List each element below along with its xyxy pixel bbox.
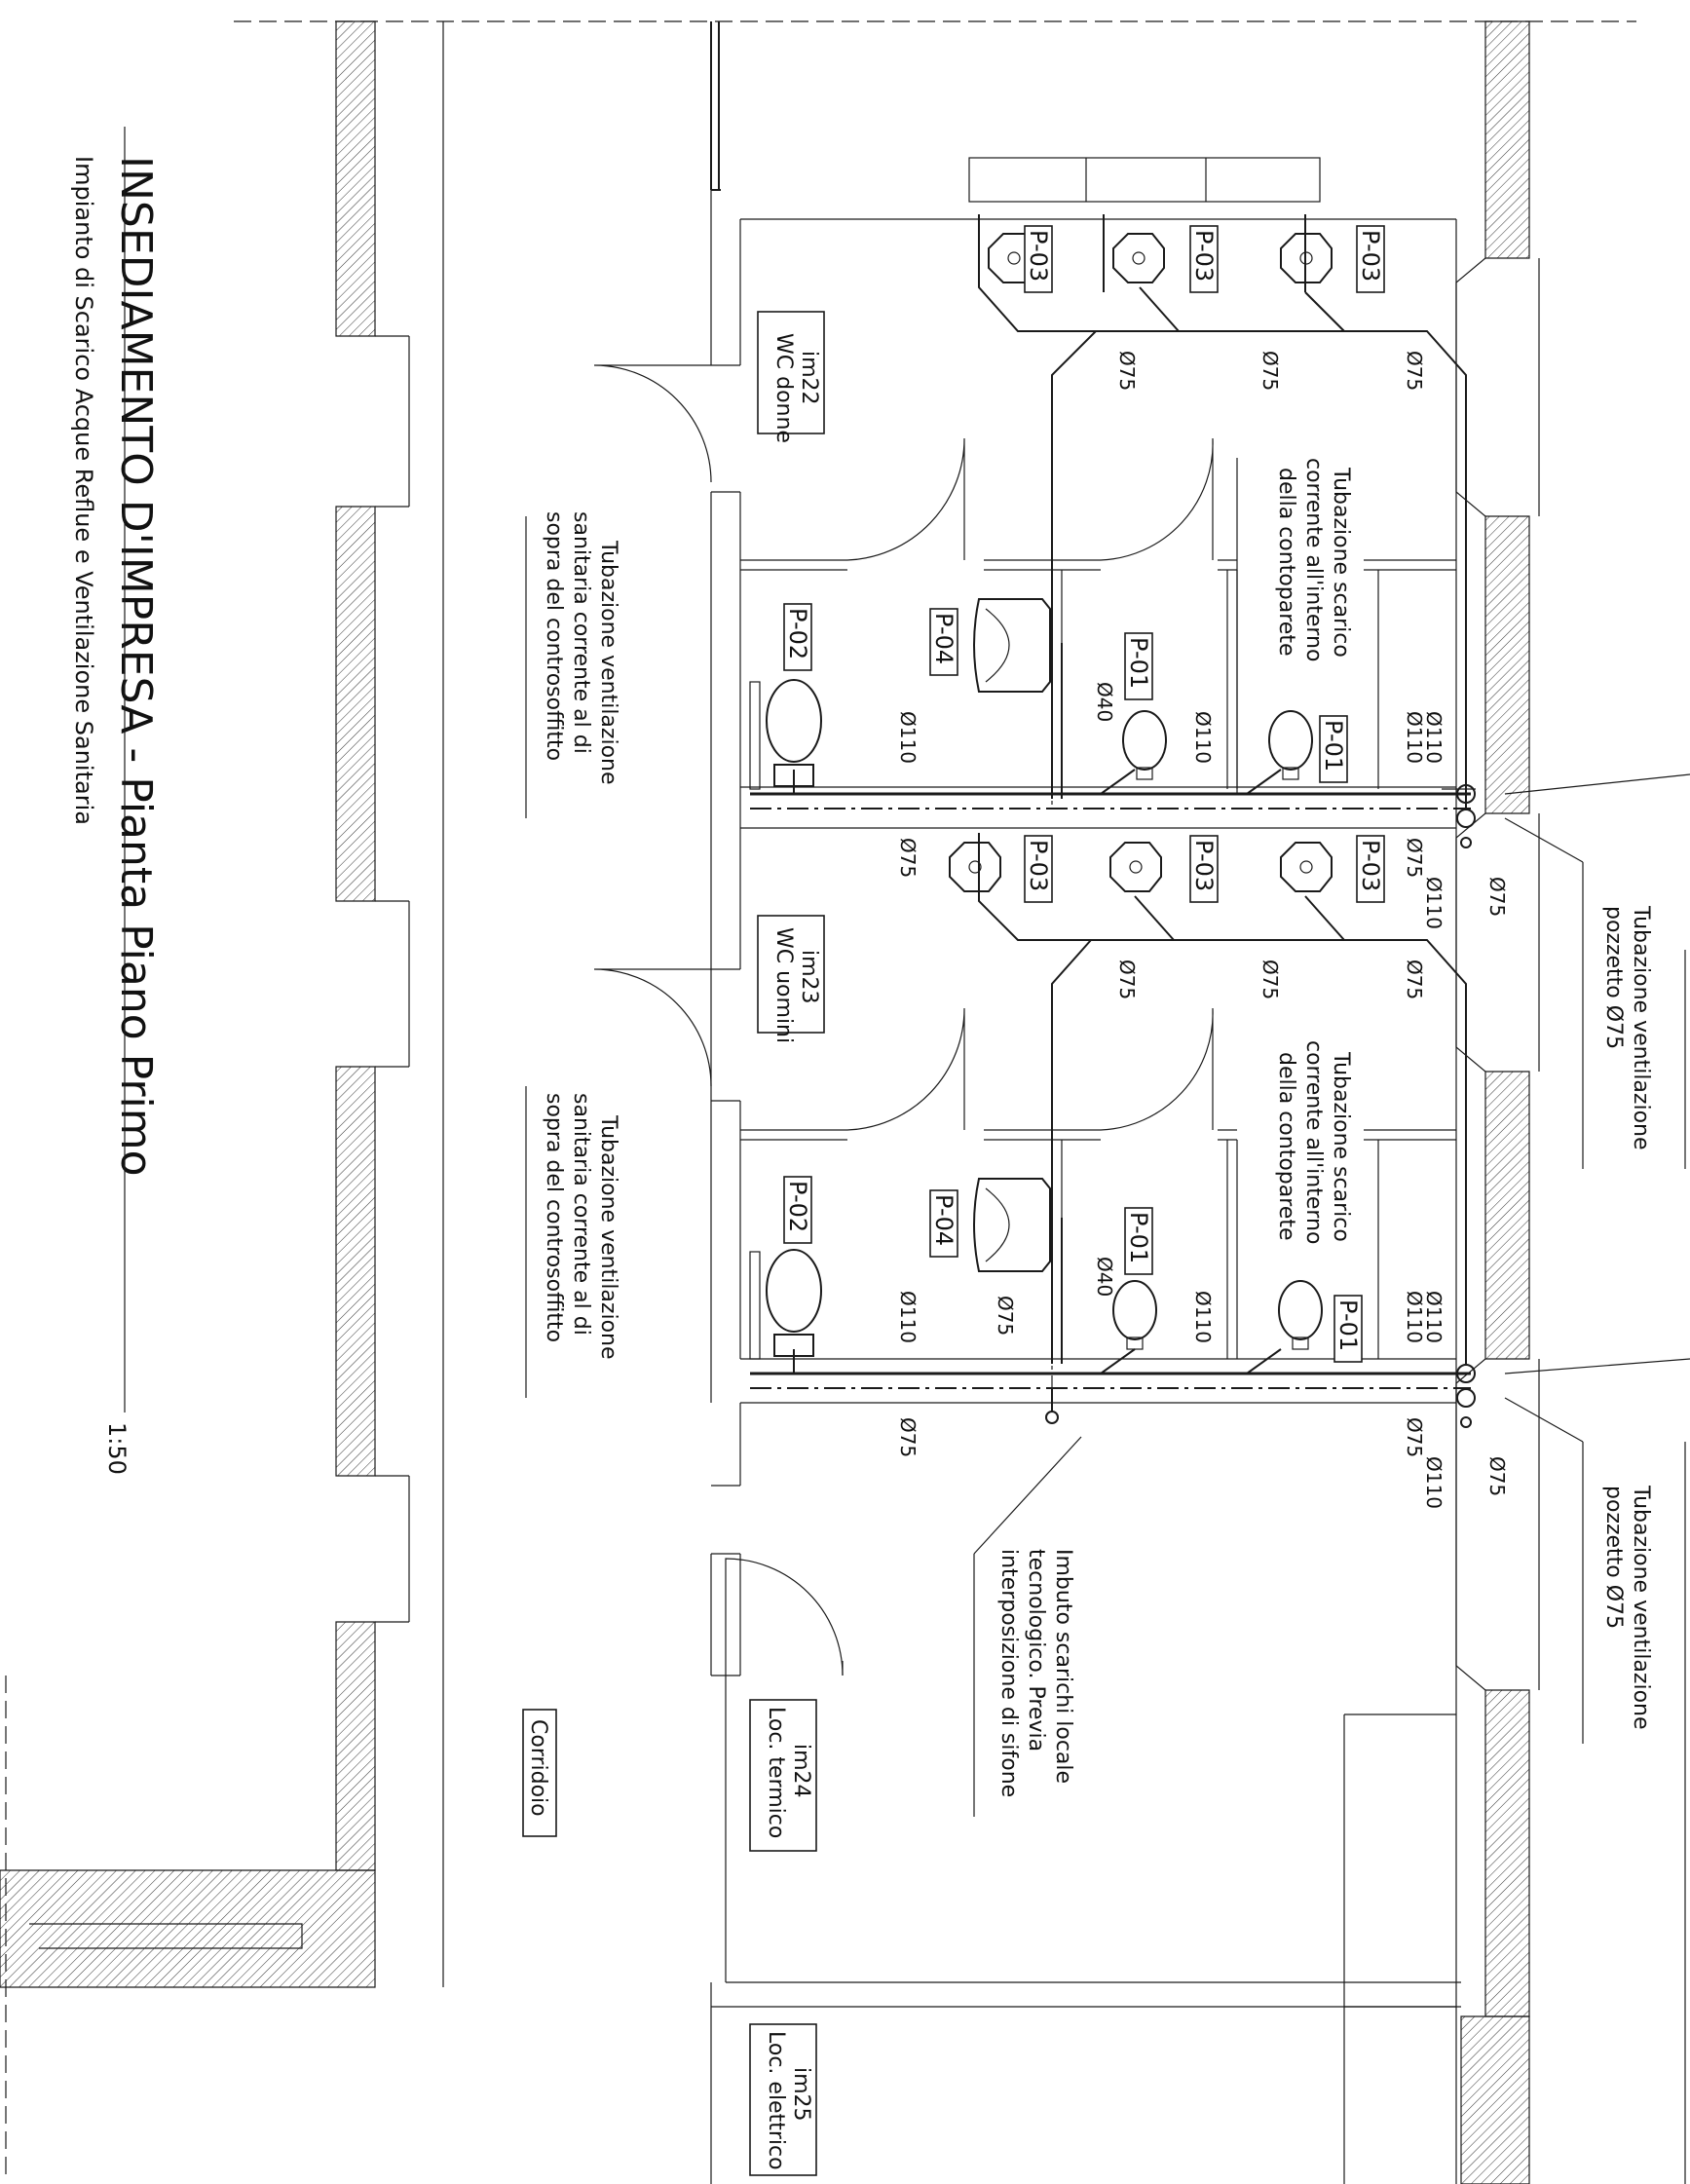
dim-d75: Ø75 [1258, 960, 1282, 999]
tag-p03: P-03 [1357, 230, 1384, 282]
tag-p01: P-01 [1334, 1299, 1362, 1351]
note-vent-2: sanitaria corrente al di [569, 1093, 593, 1336]
room-im22-code: im22 [797, 351, 821, 405]
note-scarico-3: della contoparete [1274, 1052, 1298, 1241]
dim-d75: Ø75 [1403, 838, 1426, 878]
dim-d110: Ø110 [1422, 1456, 1446, 1509]
tag-p02: P-02 [784, 1181, 811, 1232]
note-scarico-2: corrente all'interno [1301, 1040, 1326, 1244]
left-wall [0, 20, 444, 1988]
note-scarico-3: della contoparete [1274, 468, 1298, 657]
drain-piping-donne [750, 214, 1476, 848]
dim-d110: Ø110 [896, 1291, 920, 1343]
room-corridoio-name: Corridoio [526, 1719, 550, 1817]
dim-d110: Ø110 [1422, 1291, 1446, 1343]
note-pozzetto-2: pozzetto Ø75 [1601, 906, 1626, 1049]
tag-p01: P-01 [1320, 720, 1347, 772]
note-imbuto-1: Imbuto scarichi locale [1051, 1549, 1075, 1784]
room-im24-code: im24 [789, 1744, 813, 1798]
note-pozzetto-1: Tubazione ventilazione [1629, 1485, 1653, 1730]
dim-d75: Ø75 [1403, 960, 1426, 999]
note-pozzetto-1: Tubazione ventilazione [1629, 905, 1653, 1150]
dim-d75: Ø75 [1115, 351, 1139, 391]
dim-d110: Ø110 [896, 711, 920, 764]
dim-d110: Ø110 [1191, 711, 1215, 764]
dim-d75: Ø75 [896, 838, 920, 878]
doors [593, 364, 1214, 1676]
tag-p03: P-03 [1190, 840, 1218, 891]
note-scarico-2: corrente all'interno [1301, 458, 1326, 661]
tag-p01: P-01 [1125, 637, 1152, 689]
room-im23-code: im23 [797, 950, 821, 1004]
note-vent-1: Tubazione ventilazione [596, 540, 620, 785]
dim-d40: Ø40 [1093, 682, 1116, 722]
tag-p02: P-02 [784, 608, 811, 659]
room-labels: im22 WC donne im23 WC uomini im24 Loc. t… [522, 311, 825, 2176]
dim-d75: Ø75 [994, 1296, 1017, 1336]
pipe-diameters: Ø75 Ø75 Ø75 Ø40 Ø110 Ø110 Ø110 Ø110 Ø75 … [896, 351, 1509, 1509]
fixture-tags: P-03 P-03 P-03 P-03 P-03 P-03 P-01 P-01 … [783, 225, 1385, 1363]
tag-p04: P-04 [930, 613, 958, 664]
drain-piping-uomini [750, 833, 1476, 1428]
dim-d110: Ø110 [1191, 1291, 1215, 1343]
dim-d40: Ø40 [1093, 1257, 1116, 1297]
drawing-scale: 1:50 [103, 1422, 131, 1475]
note-vent-1: Tubazione ventilazione [596, 1114, 620, 1360]
note-imbuto-3: interposizione di sifone [996, 1549, 1021, 1797]
dim-d75: Ø75 [1403, 1417, 1426, 1457]
dim-d110: Ø110 [1422, 877, 1446, 929]
dim-d75: Ø75 [896, 1417, 920, 1457]
note-vent-3: sopra del controsoffitto [542, 1093, 566, 1342]
note-scarico-1: Tubazione scarico [1329, 1051, 1353, 1242]
note-pozzetto-2: pozzetto Ø75 [1601, 1486, 1626, 1629]
room-im24-name: Loc. termico [764, 1707, 788, 1838]
drawing-title: INSEDIAMENTO D'IMPRESA - Pianta Piano Pr… [111, 156, 161, 1177]
room-im23-name: WC uomini [771, 927, 796, 1043]
note-scarico-1: Tubazione scarico [1329, 467, 1353, 658]
dim-d110: Ø110 [1403, 1291, 1426, 1343]
title-block: INSEDIAMENTO D'IMPRESA - Pianta Piano Pr… [70, 127, 161, 1475]
dim-d75: Ø75 [1485, 877, 1509, 917]
tag-p03: P-03 [1357, 840, 1384, 891]
tag-p03: P-03 [1025, 840, 1052, 891]
tag-p03: P-03 [1190, 230, 1218, 282]
right-wall [1343, 20, 1540, 2184]
note-vent-3: sopra del controsoffitto [542, 511, 566, 761]
dim-d75: Ø75 [1115, 960, 1139, 999]
dim-d110: Ø110 [1403, 711, 1426, 764]
note-vent-2: sanitaria corrente al di [569, 511, 593, 754]
note-imbuto-2: tecnologico. Previa [1024, 1549, 1048, 1751]
room-im25-name: Loc. elettrico [764, 2031, 788, 2170]
dim-d110: Ø110 [1422, 711, 1446, 764]
leader-lines [525, 458, 1690, 2184]
sanitary-fixtures [749, 598, 1323, 1360]
tag-p01: P-01 [1125, 1212, 1152, 1263]
tag-p03: P-03 [1025, 230, 1052, 282]
notes: Tubazione scarico corrente all'interno d… [542, 458, 1653, 1797]
cabinet [968, 157, 1321, 203]
dim-d75: Ø75 [1485, 1456, 1509, 1496]
dim-d75: Ø75 [1258, 351, 1282, 391]
tag-p04: P-04 [930, 1194, 958, 1246]
drawing-subtitle: Impianto di Scarico Acque Reflue e Venti… [70, 156, 97, 825]
dim-d75: Ø75 [1403, 351, 1426, 391]
room-im25-code: im25 [789, 2067, 813, 2122]
room-im22-name: WC donne [771, 333, 796, 443]
